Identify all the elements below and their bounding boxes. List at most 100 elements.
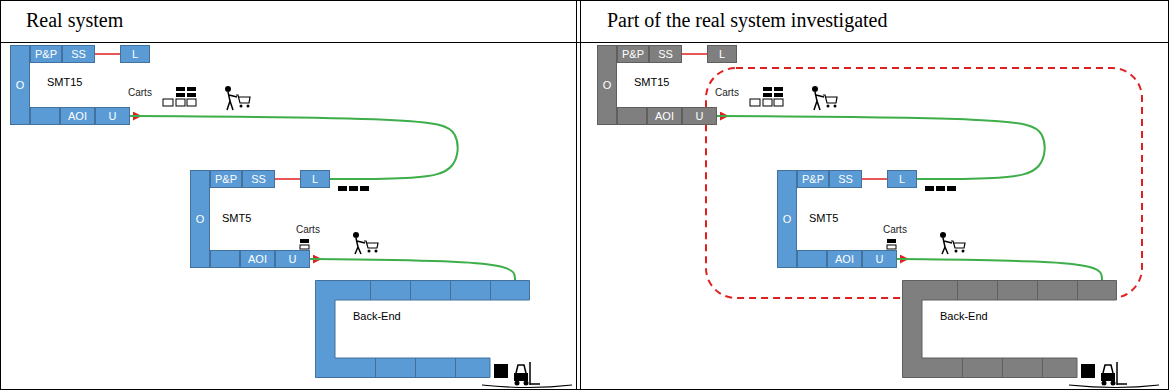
machine-box: U xyxy=(95,107,130,125)
machine-box: AOI xyxy=(647,107,682,125)
table-panel: Part of the real system investigatedP&P S… xyxy=(587,0,1169,390)
machine-box: U xyxy=(275,250,310,268)
station-divider xyxy=(450,280,451,300)
cart-label: Carts xyxy=(296,224,320,235)
table-rule xyxy=(576,0,577,390)
station-divider xyxy=(1077,280,1078,300)
machine-name: L xyxy=(719,48,725,61)
cart-transport-line xyxy=(717,116,1045,179)
station-divider xyxy=(957,280,958,300)
line-name: SMT5 xyxy=(809,212,838,224)
station-divider xyxy=(997,280,998,300)
panel-heading: Part of the real system investigated xyxy=(607,9,1169,32)
line-name: SMT15 xyxy=(634,76,669,88)
back-end-outline xyxy=(902,280,1117,378)
machine-name: L xyxy=(899,173,905,186)
machine-box: L xyxy=(887,170,917,188)
machine-box: P&P xyxy=(210,170,242,188)
machine-filler xyxy=(797,250,827,268)
machine-name: O xyxy=(16,79,25,92)
panel-illustration xyxy=(607,54,1159,388)
machine-box: L xyxy=(707,45,737,63)
station-divider xyxy=(1042,358,1043,378)
machine-box: P&P xyxy=(30,45,62,63)
machine-box: SS xyxy=(649,45,682,63)
cart-transport-line xyxy=(897,259,1102,280)
back-end-outline xyxy=(315,280,530,378)
station-divider xyxy=(1037,280,1038,300)
machine-name: P&P xyxy=(622,48,644,61)
station-divider xyxy=(1002,358,1003,378)
station-divider xyxy=(962,358,963,378)
machine-name: P&P xyxy=(802,173,824,186)
machine-name: U xyxy=(696,110,704,123)
line-name: Back-End xyxy=(940,310,1117,322)
machine-filler xyxy=(617,107,647,125)
machine-filler xyxy=(30,107,60,125)
machine-box: P&P xyxy=(797,170,829,188)
cart-transport-line xyxy=(130,116,458,179)
machine-name: SS xyxy=(251,173,266,186)
machine-name: SS xyxy=(71,48,86,61)
table-rule xyxy=(0,42,1169,43)
machine-name: AOI xyxy=(248,253,267,266)
machine-name: AOI xyxy=(655,110,674,123)
machine-box: AOI xyxy=(240,250,275,268)
machine-name: P&P xyxy=(35,48,57,61)
machine-box: O xyxy=(190,170,210,268)
machine-box: U xyxy=(682,107,717,125)
station-divider xyxy=(455,358,456,378)
cart-transport-line xyxy=(310,259,515,280)
cart-label: Carts xyxy=(715,87,739,98)
machine-box: SS xyxy=(62,45,95,63)
machine-name: P&P xyxy=(215,173,237,186)
cart-label: Carts xyxy=(883,224,907,235)
machine-box: L xyxy=(300,170,330,188)
machine-box: O xyxy=(10,45,30,125)
table-rule xyxy=(580,0,581,390)
machine-box: AOI xyxy=(827,250,862,268)
machine-name: AOI xyxy=(68,110,87,123)
machine-box: SS xyxy=(829,170,862,188)
station-divider xyxy=(415,358,416,378)
station-divider xyxy=(375,358,376,378)
panel-heading: Real system xyxy=(26,9,576,32)
machine-name: SS xyxy=(838,173,853,186)
station-divider xyxy=(490,280,491,300)
machine-name: U xyxy=(289,253,297,266)
machine-box: SS xyxy=(242,170,275,188)
machine-box: L xyxy=(120,45,150,63)
line-name: SMT5 xyxy=(222,212,251,224)
machine-box: P&P xyxy=(617,45,649,63)
line-name: SMT15 xyxy=(47,76,82,88)
machine-name: AOI xyxy=(835,253,854,266)
back-end-shape xyxy=(903,281,1117,378)
machine-name: O xyxy=(783,213,792,226)
machine-name: O xyxy=(603,79,612,92)
scope-boundary xyxy=(706,68,1142,298)
machine-box: AOI xyxy=(60,107,95,125)
machine-box: U xyxy=(862,250,897,268)
machine-name: U xyxy=(109,110,117,123)
machine-name: O xyxy=(196,213,205,226)
machine-name: L xyxy=(132,48,138,61)
panel-illustration xyxy=(20,54,572,388)
machine-box: O xyxy=(777,170,797,268)
machine-name: SS xyxy=(658,48,673,61)
machine-filler xyxy=(210,250,240,268)
station-divider xyxy=(370,280,371,300)
line-name: Back-End xyxy=(353,310,530,322)
table-panel: Real systemP&P SS L O AOI U P&P SS L O AOI U Back-En… xyxy=(0,0,576,390)
back-end-line: Back-End xyxy=(315,280,530,378)
back-end-shape xyxy=(316,281,530,378)
station-divider xyxy=(410,280,411,300)
back-end-line: Back-End xyxy=(902,280,1117,378)
machine-box: O xyxy=(597,45,617,125)
machine-name: U xyxy=(876,253,884,266)
machine-name: L xyxy=(312,173,318,186)
cart-label: Carts xyxy=(128,87,152,98)
